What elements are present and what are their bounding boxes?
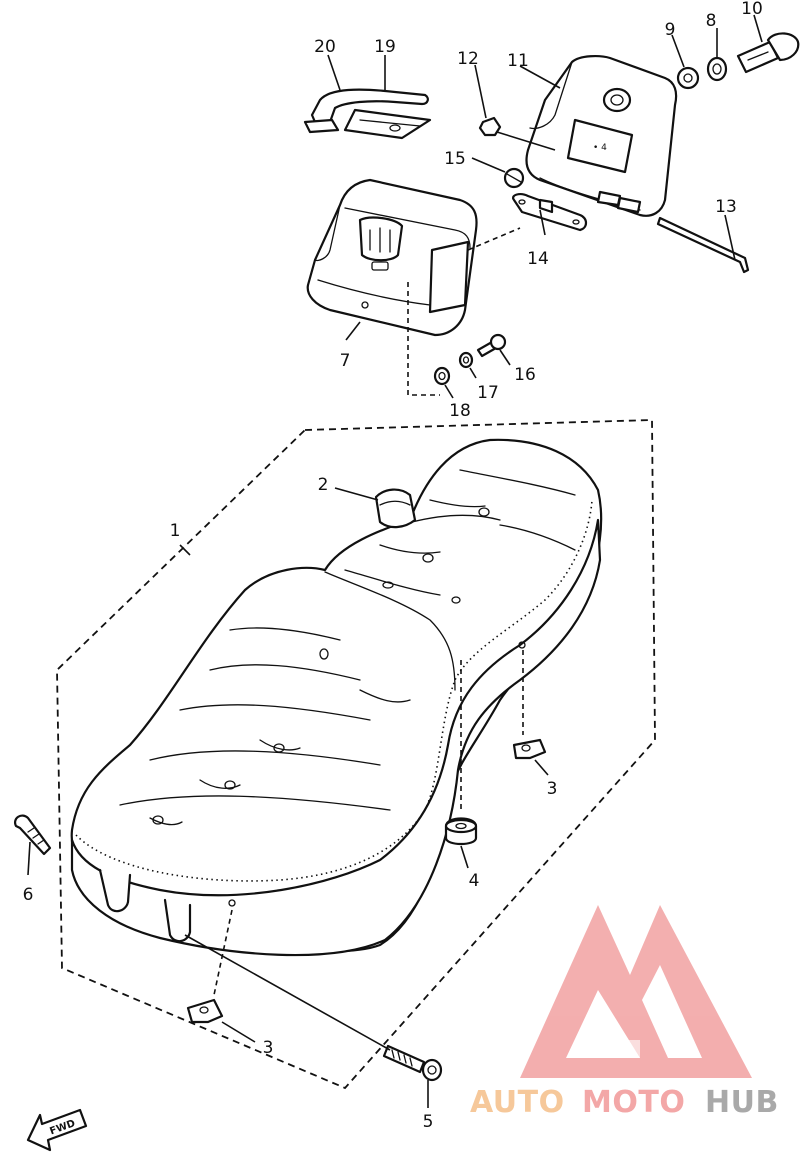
seat-step-line	[324, 571, 456, 691]
watermark-auto: AUTO	[470, 1085, 565, 1120]
svg-text:• 4: • 4	[593, 143, 607, 153]
assembly-lines	[184, 650, 524, 1051]
seat-body	[70, 438, 603, 953]
forward-direction-arrow: FWD	[26, 1108, 88, 1152]
callout-16: 16	[514, 365, 536, 385]
part-18-washer	[433, 366, 451, 386]
callout-leaders	[27, 14, 763, 1108]
part-15-nut	[503, 167, 525, 189]
part-3-bracket-front	[186, 998, 224, 1024]
callout-19: 19	[374, 37, 396, 57]
callout-7: 7	[340, 351, 351, 371]
part-6-bolt	[14, 814, 52, 856]
callout-13: 13	[715, 197, 737, 217]
part-19-plate	[343, 108, 432, 140]
callout-18: 18	[449, 401, 471, 421]
callout-8: 8	[706, 11, 717, 31]
callout-9: 9	[665, 20, 676, 40]
callout-14: 14	[527, 249, 549, 269]
callout-12: 12	[457, 49, 479, 69]
callouts: 1 2 3 3 4 5 6 7 8 9 10 11 12 13 14 15 16…	[23, 0, 763, 1132]
assembly-boundary	[56, 419, 656, 1090]
part-2-seat-strap	[374, 488, 417, 529]
part-9-grommet	[676, 66, 700, 90]
callout-11: 11	[507, 51, 529, 71]
part-4-damper	[444, 817, 478, 846]
seat-side-skirt	[70, 518, 602, 957]
callout-1: 1	[170, 521, 181, 541]
seat-front-hook-left	[98, 868, 132, 913]
callout-6: 6	[23, 885, 34, 905]
part-17-washer	[458, 351, 474, 369]
watermark-triangle-icon	[520, 905, 752, 1078]
seat-piping	[75, 499, 593, 882]
watermark-logo	[520, 905, 752, 1078]
callout-15: 15	[444, 149, 466, 169]
watermark-wordmark: AUTO MOTO HUB	[470, 1085, 779, 1120]
part-10-lock	[736, 32, 800, 74]
seat-front-hook-right	[163, 898, 192, 943]
part-8-washer	[706, 56, 728, 82]
part-12-nut	[478, 116, 502, 137]
part-7-tail-cowl	[306, 178, 521, 396]
part-3-bracket-rear	[512, 738, 547, 760]
part-20-strap	[303, 88, 429, 134]
callout-2: 2	[318, 475, 329, 495]
callout-20: 20	[314, 37, 336, 57]
callout-3-front: 3	[263, 1038, 274, 1058]
part-5-bolt	[382, 1044, 443, 1082]
watermark-hub: HUB	[705, 1085, 779, 1120]
callout-10: 10	[741, 0, 763, 19]
callout-4: 4	[469, 871, 480, 891]
watermark-moto: MOTO	[582, 1085, 685, 1120]
part-11-cover: • 4	[496, 55, 678, 217]
seat-assembly	[70, 438, 603, 957]
callout-17: 17	[477, 383, 499, 403]
part-13-rod	[656, 216, 750, 274]
part-16-bolt	[476, 333, 507, 358]
seat-quilting	[119, 469, 576, 907]
callout-3-rear: 3	[547, 779, 558, 799]
part-14-plate	[512, 193, 588, 232]
callout-5: 5	[423, 1112, 434, 1132]
